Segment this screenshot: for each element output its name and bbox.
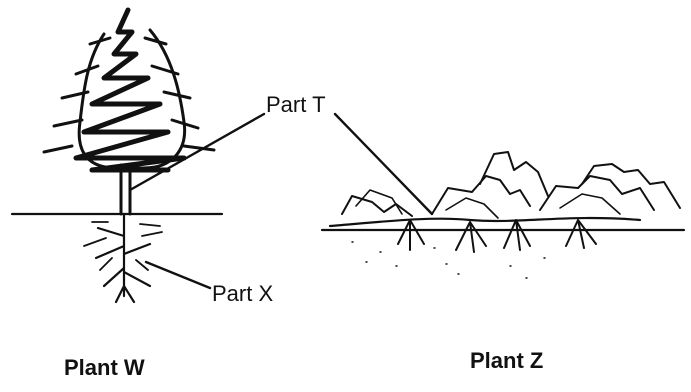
part-x-label: Part X [212,283,273,305]
plant-w-label: Plant W [64,357,145,379]
plant-z-runner [330,218,640,226]
tree-icon [44,10,214,214]
creeping-plant-icon [342,152,680,218]
part-t-label: Part T [266,94,326,116]
part-t-leader-line-w [130,114,264,190]
soil-dots [352,242,545,278]
plant-z-roots [398,220,596,252]
part-x-leader-line [146,262,210,288]
plant-z-label: Plant Z [470,350,543,372]
plant-w-roots [84,214,162,302]
